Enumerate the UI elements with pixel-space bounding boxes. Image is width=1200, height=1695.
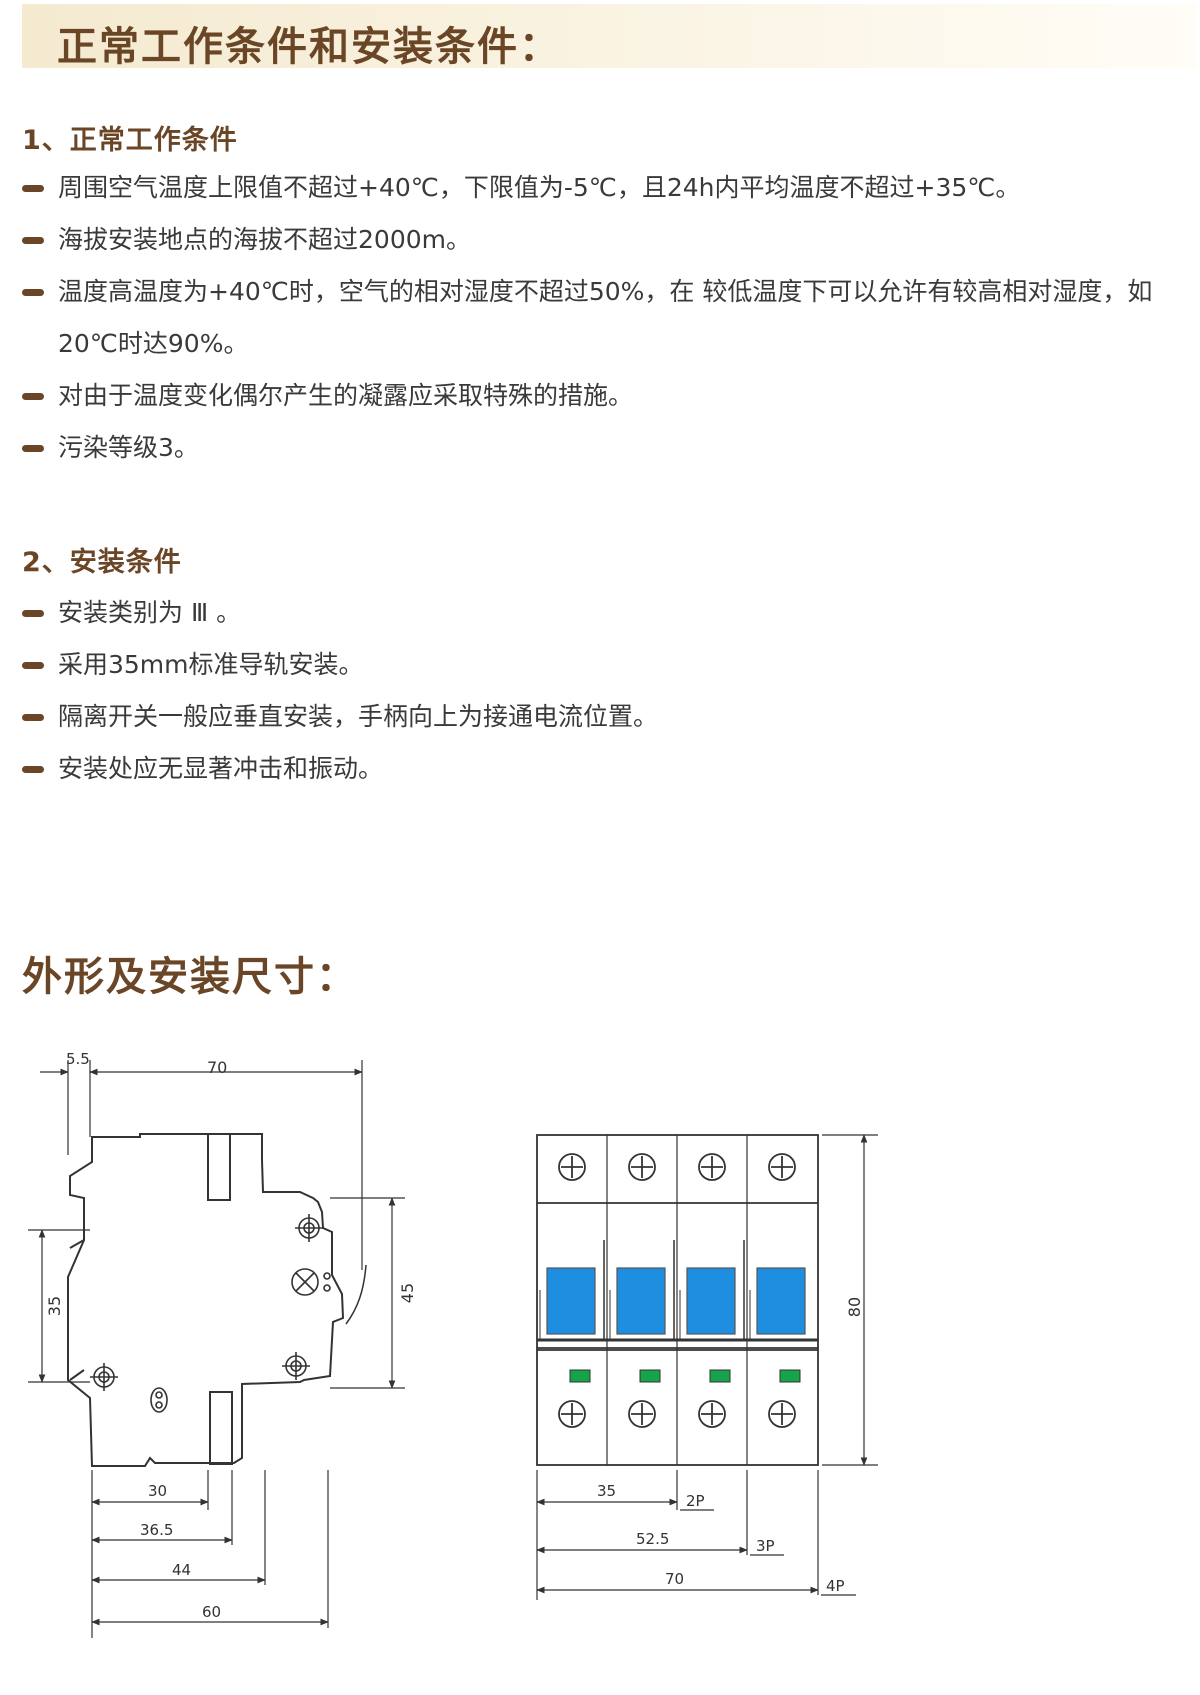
indicator-4 [779, 1369, 801, 1383]
side-view-outline [67, 1133, 345, 1467]
front-view [536, 1134, 819, 1466]
terminal-screw-icon [698, 1400, 726, 1428]
certification-mark-icon [150, 1387, 168, 1413]
page-title: 正常工作条件和安装条件： [57, 24, 561, 70]
dim-front-3p-width: 52.5 [636, 1530, 669, 1548]
section-install-heading: 2、安装条件 [22, 547, 182, 578]
dim-side-top-left: 5.5 [66, 1050, 90, 1068]
dim-side-bottom-4: 60 [202, 1603, 221, 1621]
terminal-screw-icon [628, 1153, 656, 1181]
side-top-slot [207, 1133, 231, 1201]
indicator-3 [709, 1369, 731, 1383]
terminal-screw-icon [698, 1153, 726, 1181]
side-view [67, 1133, 367, 1467]
side-screw-right-icon [282, 1352, 310, 1380]
dim-front-height: 80 [845, 1297, 864, 1317]
dim-front-2p-width: 35 [597, 1482, 616, 1500]
title-banner: 正常工作条件和安装条件： [22, 4, 1197, 70]
dimensions-heading: 外形及安装尺寸： [22, 954, 358, 1000]
side-screw-top-icon [295, 1214, 323, 1242]
list-item: 安装类别为 Ⅲ 。 [22, 587, 1182, 639]
terminal-screw-icon [628, 1400, 656, 1428]
dim-side-bottom-3: 44 [172, 1561, 191, 1579]
install-conditions-list: 安装类别为 Ⅲ 。 采用35mm标准导轨安装。 隔离开关一般应垂直安装，手柄向上… [22, 587, 1182, 795]
dim-front-3p-label: 3P [756, 1537, 775, 1555]
side-bottom-slot [209, 1391, 233, 1465]
indicator-1 [569, 1369, 591, 1383]
section-working-heading: 1、正常工作条件 [22, 125, 238, 156]
terminal-screws-top [558, 1153, 796, 1181]
handle-3 [686, 1267, 736, 1335]
dim-side-top-width: 70 [207, 1058, 227, 1077]
terminal-screw-icon [558, 1400, 586, 1428]
terminal-screw-icon [558, 1153, 586, 1181]
dim-side-bottom-2: 36.5 [140, 1521, 173, 1539]
list-item: 海拔安装地点的海拔不超过2000m。 [22, 214, 1182, 266]
dim-front-2p-label: 2P [686, 1492, 705, 1510]
dim-side-bottom-1: 30 [148, 1482, 167, 1500]
bullet-dash-icon [22, 289, 44, 296]
front-indicators [569, 1369, 801, 1383]
side-knob-icon [291, 1268, 331, 1296]
side-screw-left-icon [90, 1363, 118, 1391]
dim-front-4p-width: 70 [665, 1570, 684, 1588]
bullet-dash-icon [22, 393, 44, 400]
working-conditions-list: 周围空气温度上限值不超过+40℃，下限值为-5℃，且24h内平均温度不超过+35… [22, 162, 1182, 474]
front-dimension-lines [536, 1134, 878, 1600]
list-item: 隔离开关一般应垂直安装，手柄向上为接通电流位置。 [22, 691, 1182, 743]
handle-4 [756, 1267, 806, 1335]
dim-front-4p-label: 4P [826, 1577, 845, 1595]
bullet-dash-icon [22, 610, 44, 617]
dim-side-rail: 35 [45, 1296, 64, 1316]
list-item: 温度高温度为+40℃时，空气的相对湿度不超过50%，在 较低温度下可以允许有较高… [22, 266, 1182, 370]
dim-side-height: 45 [398, 1283, 417, 1303]
bullet-dash-icon [22, 185, 44, 192]
bullet-dash-icon [22, 714, 44, 721]
front-handles [546, 1267, 806, 1335]
terminal-screws-bottom [558, 1400, 796, 1428]
handle-2 [616, 1267, 666, 1335]
side-dimension-lines [28, 1060, 405, 1638]
bullet-dash-icon [22, 445, 44, 452]
list-item: 安装处应无显著冲击和振动。 [22, 743, 1182, 795]
list-item: 污染等级3。 [22, 422, 1182, 474]
terminal-screw-icon [768, 1153, 796, 1181]
bullet-dash-icon [22, 237, 44, 244]
bullet-dash-icon [22, 766, 44, 773]
terminal-screw-icon [768, 1400, 796, 1428]
bullet-dash-icon [22, 662, 44, 669]
indicator-2 [639, 1369, 661, 1383]
list-item: 对由于温度变化偶尔产生的凝露应采取特殊的措施。 [22, 370, 1182, 422]
dimension-drawing: 5.5 70 35 45 30 36.5 44 60 [28, 1050, 878, 1638]
list-item: 采用35mm标准导轨安装。 [22, 639, 1182, 691]
list-item: 周围空气温度上限值不超过+40℃，下限值为-5℃，且24h内平均温度不超过+35… [22, 162, 1182, 214]
handle-1 [546, 1267, 596, 1335]
